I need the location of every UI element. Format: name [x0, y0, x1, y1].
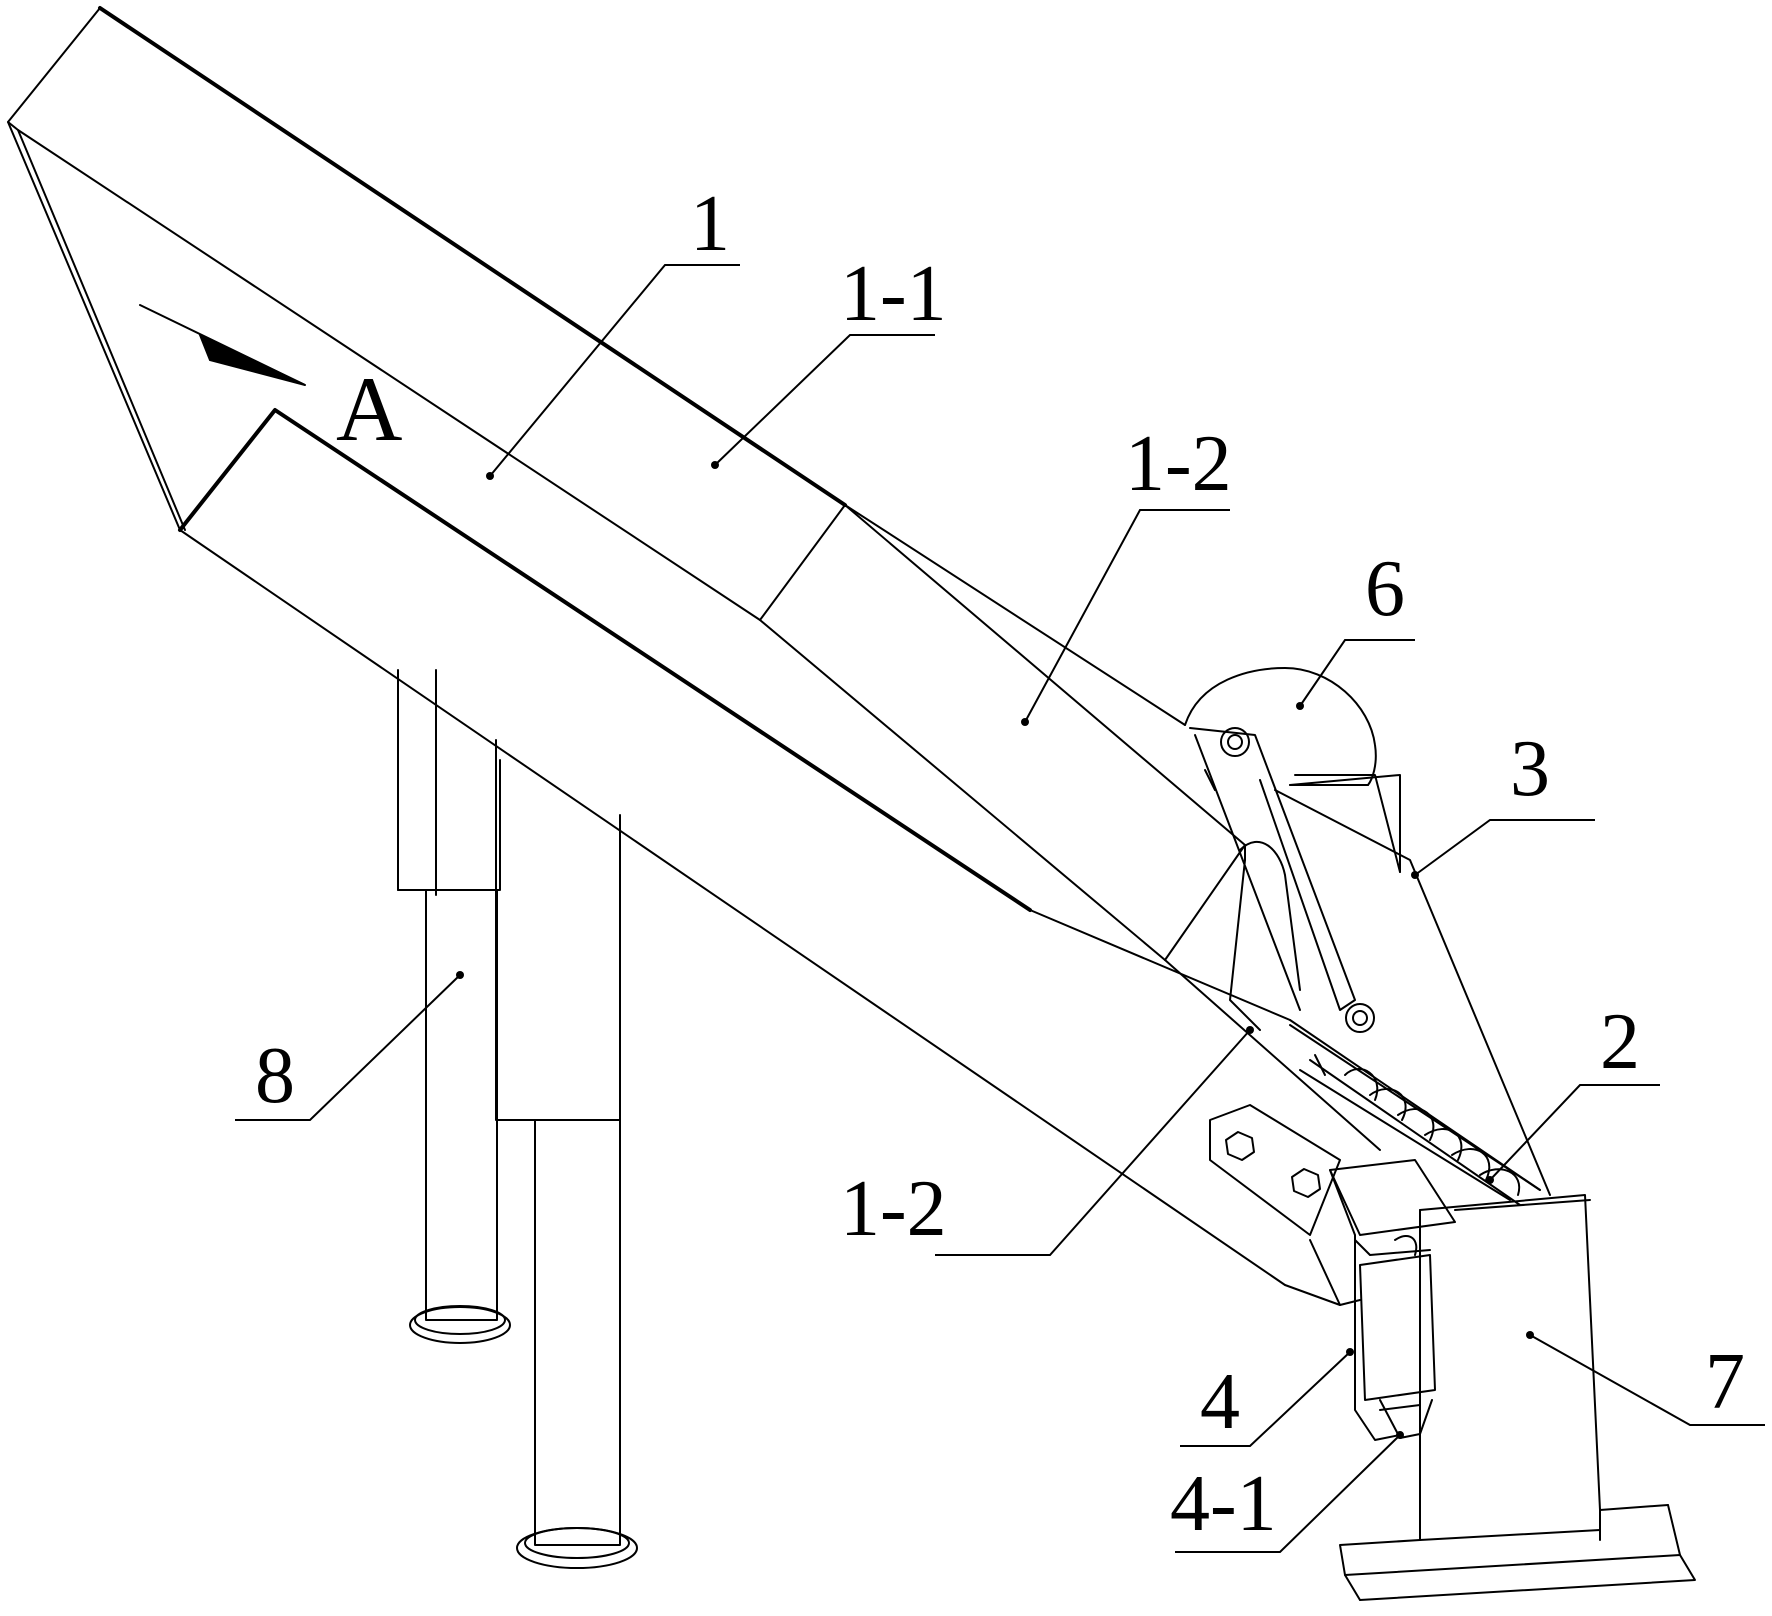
label-6: 6	[1365, 545, 1405, 633]
view-arrow-a: A	[139, 304, 402, 460]
label-4: 4	[1200, 1358, 1240, 1446]
linkage-arm	[1189, 727, 1375, 1076]
chute-body	[7, 6, 1381, 1306]
label-4-1: 4-1	[1170, 1460, 1277, 1548]
label-1: 1	[690, 180, 730, 268]
label-2: 2	[1600, 998, 1640, 1086]
label-8: 8	[255, 1032, 295, 1120]
callouts: 1 1-1 1-2 6 3 2 8 1-2 4	[235, 180, 1765, 1553]
support-legs	[397, 669, 638, 1569]
discharge-unit	[1309, 1159, 1456, 1441]
base-stand	[1339, 1194, 1696, 1601]
hopper-box	[1229, 774, 1551, 1196]
label-7: 7	[1705, 1338, 1745, 1426]
motor-housing	[1184, 667, 1401, 873]
screw-conveyor	[1289, 1024, 1541, 1206]
view-arrow-label: A	[336, 358, 402, 460]
bolt-plate	[1209, 1104, 1341, 1236]
label-1-2-upper: 1-2	[1125, 420, 1232, 508]
label-1-2-lower: 1-2	[840, 1165, 947, 1253]
label-3: 3	[1510, 725, 1550, 813]
label-1-1: 1-1	[840, 250, 947, 338]
